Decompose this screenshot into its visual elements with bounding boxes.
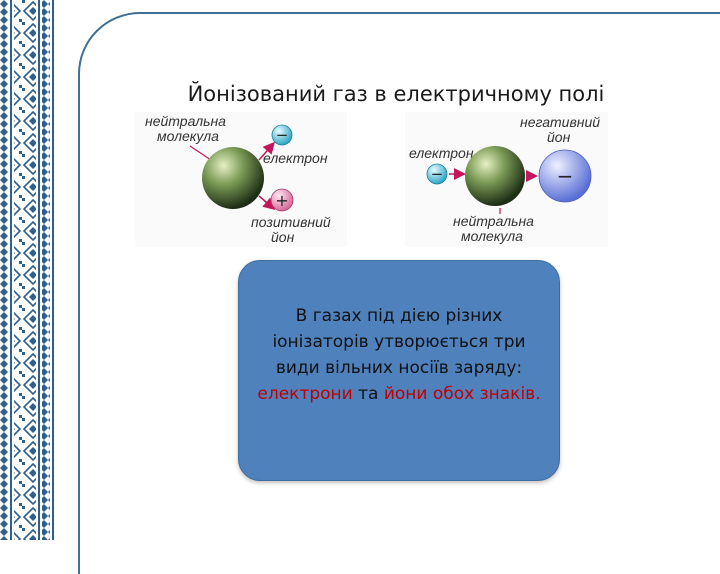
label-negative-line1: негативний bbox=[520, 114, 600, 130]
conjunction-text: та bbox=[352, 384, 384, 404]
diagram-positive-ionization: нейтральна молекула − електрон + позитив… bbox=[135, 112, 347, 247]
diagram-negative-ionization: негативний йон електрон − − нейтральна м… bbox=[405, 112, 608, 247]
ornament-pattern-icon bbox=[0, 0, 54, 540]
electron-sphere bbox=[271, 124, 293, 146]
label-neutral-line2: молекула bbox=[157, 128, 219, 144]
plus-sign: + bbox=[275, 191, 288, 210]
minus-sign-ion: − bbox=[557, 164, 574, 188]
label-negative-line2: йон bbox=[547, 129, 571, 145]
label-electron: електрон bbox=[263, 150, 328, 166]
label-positive-line2: йон bbox=[271, 229, 295, 245]
negative-ion-sphere bbox=[538, 149, 592, 203]
slide-title: Йонізований газ в електричному полі bbox=[187, 82, 605, 106]
arrow-to-positive-ion bbox=[258, 195, 276, 210]
positive-ion-sphere bbox=[270, 188, 294, 212]
label-electron-right: електрон bbox=[409, 145, 474, 161]
info-text: В газах під дією різних іонізаторів утво… bbox=[272, 306, 526, 378]
label-positive-line1: позитивний bbox=[251, 214, 331, 230]
neutral-molecule-sphere bbox=[202, 147, 264, 209]
highlight-ions: йони обох знаків. bbox=[383, 384, 541, 404]
label-neutral-right-line2: молекула bbox=[461, 228, 523, 244]
minus-sign: − bbox=[276, 126, 289, 144]
highlight-electrons: електрони bbox=[257, 384, 353, 404]
embroidery-ornament-border bbox=[0, 0, 62, 540]
label-neutral-right-line1: нейтральна bbox=[453, 213, 534, 229]
label-neutral-line1: нейтральна bbox=[145, 113, 226, 129]
electron-sphere-right bbox=[426, 163, 448, 185]
arrow-to-electron bbox=[258, 141, 275, 161]
neutral-molecule-sphere-right bbox=[465, 146, 525, 206]
minus-sign-electron: − bbox=[431, 165, 444, 183]
slide-frame bbox=[78, 12, 720, 574]
info-box: В газах під дією різних іонізаторів утво… bbox=[238, 260, 560, 481]
